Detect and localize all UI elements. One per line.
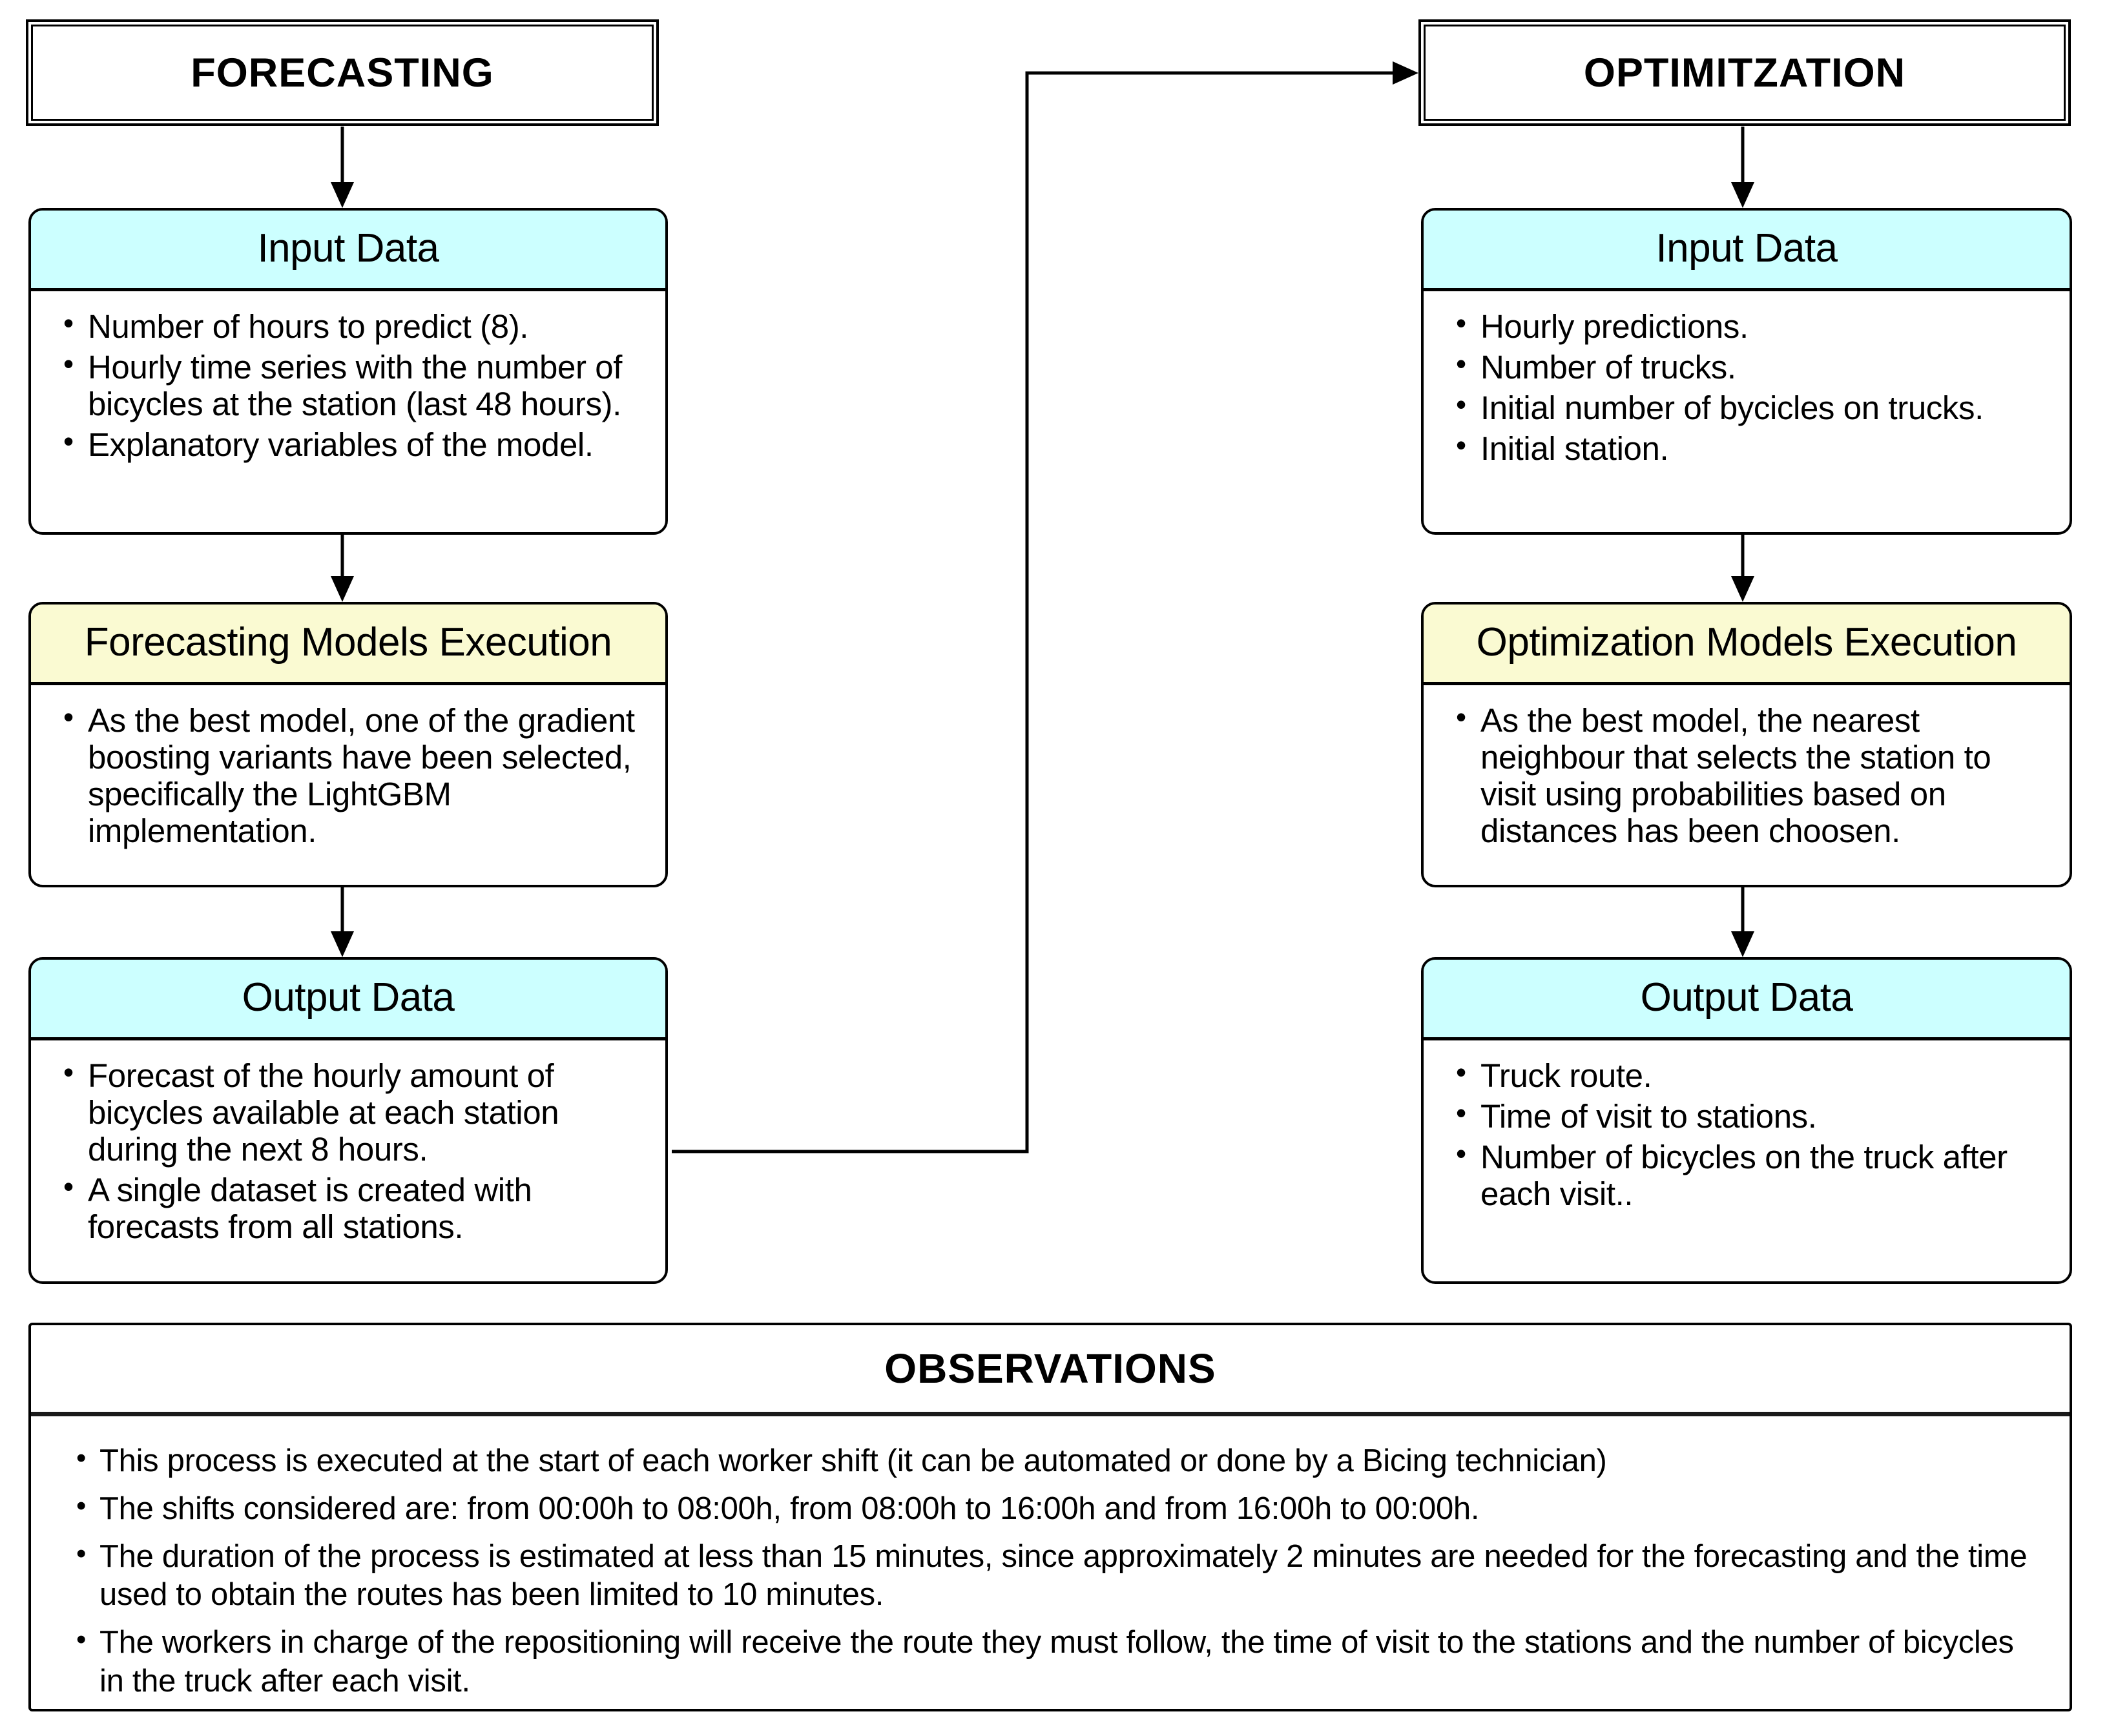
bullet-list-observations: This process is executed at the start of… [63, 1441, 2044, 1701]
bullet-list-forecasting-output: Forecast of the hourly amount of bicycle… [49, 1056, 647, 1246]
list-item: Truck route. [1456, 1056, 2051, 1094]
node-body-optimization-output: Truck route. Time of visit to stations. … [1424, 1040, 2070, 1229]
list-item: The duration of the process is estimated… [76, 1536, 2044, 1615]
observations-title: OBSERVATIONS [884, 1345, 1216, 1392]
node-forecasting-input-data: Input Data Number of hours to predict (8… [28, 208, 668, 535]
list-item: The shifts considered are: from 00:00h t… [76, 1489, 2044, 1529]
node-body-forecasting-input: Number of hours to predict (8). Hourly t… [31, 291, 665, 480]
bullet-list-forecasting-input: Number of hours to predict (8). Hourly t… [49, 307, 647, 463]
arrow-forecast-output-to-optimization [672, 61, 1418, 1153]
arrow-forecasting-to-input [331, 127, 354, 208]
list-item: Number of bicycles on the truck after ea… [1456, 1137, 2051, 1212]
observations-body: This process is executed at the start of… [31, 1416, 2070, 1709]
node-header-forecasting-output: Output Data [31, 960, 665, 1040]
node-header-optimization-input: Input Data [1424, 211, 2070, 291]
node-header-forecasting-input: Input Data [31, 211, 665, 291]
node-header-optimization-models: Optimization Models Execution [1424, 604, 2070, 685]
list-item: This process is executed at the start of… [76, 1441, 2044, 1481]
node-header-optimization-output: Output Data [1424, 960, 2070, 1040]
phase-title-forecasting: FORECASTING [191, 50, 494, 96]
list-item: Forecast of the hourly amount of bicycle… [63, 1056, 647, 1168]
list-item: Time of visit to stations. [1456, 1097, 2051, 1135]
list-item: Hourly predictions. [1456, 307, 2051, 345]
bullet-list-optimization-output: Truck route. Time of visit to stations. … [1442, 1056, 2051, 1212]
node-body-forecasting-models: As the best model, one of the gradient b… [31, 685, 665, 866]
phase-banner-inner: FORECASTING [31, 25, 654, 121]
node-optimization-input-data: Input Data Hourly predictions. Number of… [1421, 208, 2072, 535]
node-header-forecasting-models: Forecasting Models Execution [31, 604, 665, 685]
phase-banner-optimization: OPTIMITZATION [1418, 19, 2071, 126]
list-item: Explanatory variables of the model. [63, 425, 647, 463]
phase-banner-forecasting: FORECASTING [26, 19, 659, 126]
list-item: As the best model, the nearest neighbour… [1456, 701, 2051, 849]
list-item: Initial station. [1456, 429, 2051, 467]
list-item: Number of hours to predict (8). [63, 307, 647, 345]
phase-banner-inner: OPTIMITZATION [1424, 25, 2066, 121]
node-body-optimization-input: Hourly predictions. Number of trucks. In… [1424, 291, 2070, 484]
node-body-optimization-models: As the best model, the nearest neighbour… [1424, 685, 2070, 866]
list-item: Hourly time series with the number of bi… [63, 347, 647, 422]
arrow-input-to-models-left [331, 535, 354, 602]
node-forecasting-output-data: Output Data Forecast of the hourly amoun… [28, 957, 668, 1284]
arrow-models-to-output-left [331, 887, 354, 957]
list-item: Initial number of bycicles on trucks. [1456, 388, 2051, 426]
node-body-forecasting-output: Forecast of the hourly amount of bicycle… [31, 1040, 665, 1263]
observations-title-bar: OBSERVATIONS [31, 1325, 2070, 1416]
observations-panel: OBSERVATIONS This process is executed at… [28, 1323, 2072, 1711]
arrow-optimization-to-input [1731, 127, 1754, 208]
node-optimization-models-execution: Optimization Models Execution As the bes… [1421, 602, 2072, 887]
bullet-list-optimization-input: Hourly predictions. Number of trucks. In… [1442, 307, 2051, 467]
arrow-input-to-models-right [1731, 535, 1754, 602]
list-item: The workers in charge of the repositioni… [76, 1622, 2044, 1701]
phase-title-optimization: OPTIMITZATION [1583, 50, 1906, 96]
arrow-models-to-output-right [1731, 887, 1754, 957]
bullet-list-forecasting-models: As the best model, one of the gradient b… [49, 701, 647, 849]
list-item: As the best model, one of the gradient b… [63, 701, 647, 849]
node-optimization-output-data: Output Data Truck route. Time of visit t… [1421, 957, 2072, 1284]
node-forecasting-models-execution: Forecasting Models Execution As the best… [28, 602, 668, 887]
bullet-list-optimization-models: As the best model, the nearest neighbour… [1442, 701, 2051, 849]
list-item: Number of trucks. [1456, 347, 2051, 386]
list-item: A single dataset is created with forecas… [63, 1170, 647, 1245]
